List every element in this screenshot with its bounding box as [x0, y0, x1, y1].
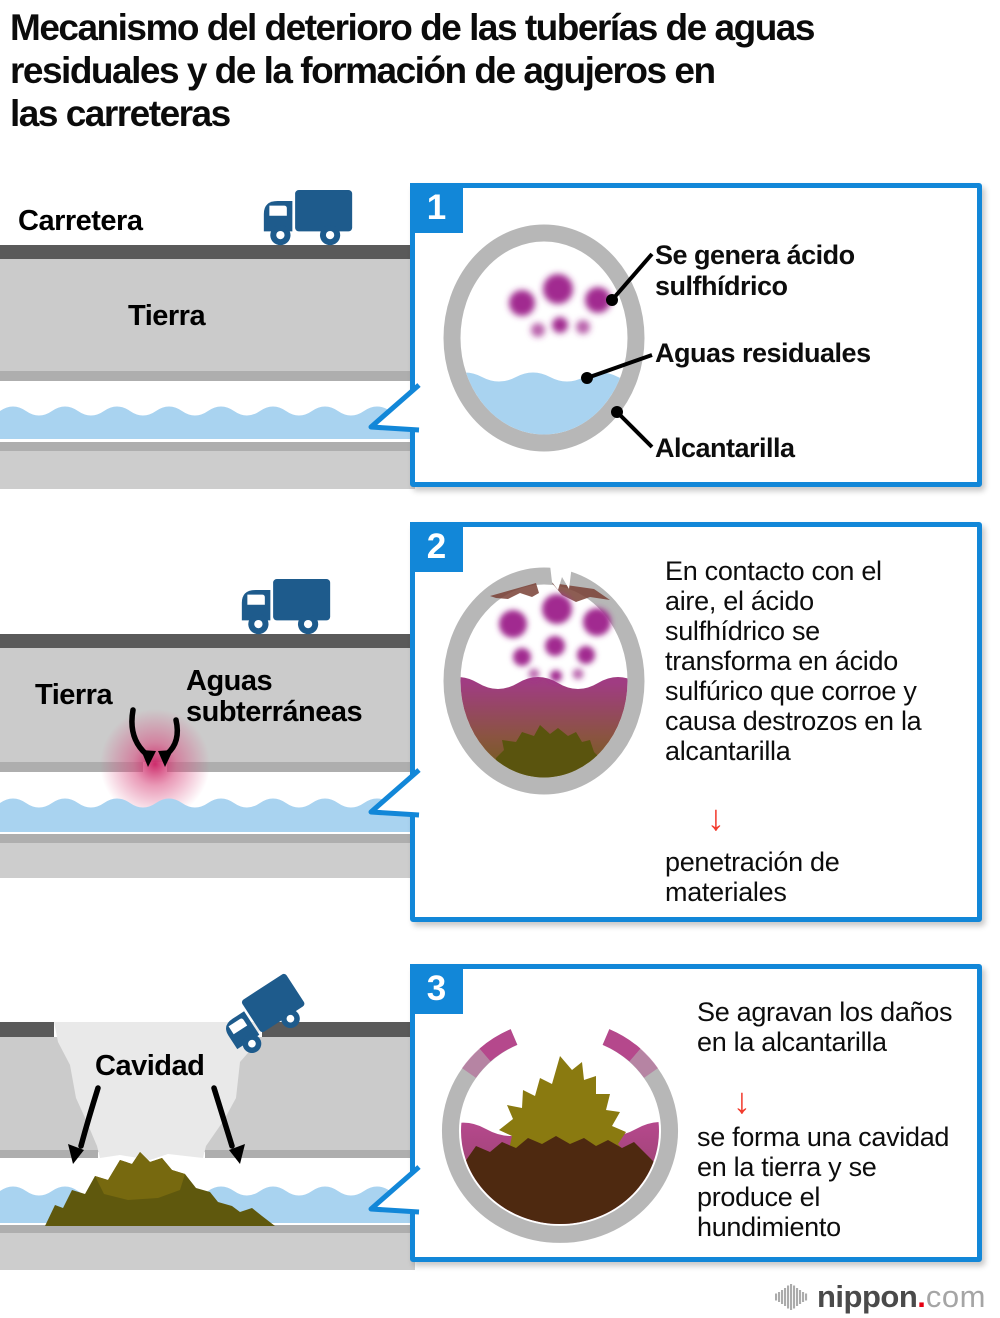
road-layer — [0, 634, 415, 648]
earth-base-strip-left — [0, 1150, 98, 1158]
truck-icon — [241, 579, 331, 635]
step-number-badge: 2 — [410, 522, 463, 572]
lower-ground — [0, 1233, 415, 1270]
panel-1: Carretera Tierra 1 — [0, 170, 1000, 500]
earth-base-strip-right — [205, 1150, 415, 1158]
road-right — [262, 1022, 415, 1037]
soundwave-logo-icon — [775, 1284, 808, 1310]
lower-ground — [0, 843, 415, 878]
cavity-shape — [54, 1022, 262, 1160]
pipe-ring-broken — [442, 1029, 678, 1243]
page-title-line: residuales y de la formación de agujeros… — [10, 50, 716, 91]
gas-bubbles — [499, 594, 611, 682]
pipe-tip-corrosion — [462, 1029, 658, 1079]
lower-ground — [0, 451, 415, 489]
groundwater-band — [0, 798, 415, 832]
groundwater-label: Aguas subterráneas — [186, 665, 363, 728]
sludge — [492, 725, 602, 778]
lower-strip — [0, 834, 415, 843]
panel-3: Cavidad 3 — [0, 950, 1000, 1280]
sewer-pipe-diagram-3 — [442, 1029, 678, 1243]
arrowheads — [141, 750, 173, 767]
earth-label: Tierra — [35, 679, 113, 711]
gas-bubbles — [509, 274, 611, 337]
earth-layer — [0, 259, 415, 371]
callout-step-2: 2 — [368, 522, 982, 922]
step-number-badge: 3 — [410, 964, 463, 1014]
step3-result: se forma una cavidad en la tierra y se p… — [697, 1122, 950, 1242]
page-title-line: las carreteras — [10, 93, 231, 134]
pipe-ring-cracked — [443, 567, 645, 795]
pipe-corrosion — [490, 583, 610, 602]
label-sewage: Aguas residuales — [655, 338, 871, 368]
corrosion-glow — [100, 709, 210, 819]
logo-dot: . — [917, 1279, 926, 1314]
label-sewer-pipe: Alcantarilla — [655, 433, 795, 463]
truck-icon — [263, 190, 353, 246]
road-left — [0, 1022, 54, 1037]
logo-brand-text: nippon — [817, 1279, 918, 1314]
collapse-arrows — [78, 1085, 235, 1149]
road-label: Carretera — [18, 205, 143, 237]
panel3-cross-section — [0, 972, 415, 1270]
sewer-pipe-diagram-1 — [443, 224, 645, 452]
callout-tail — [368, 1165, 421, 1215]
earth-layer — [0, 648, 415, 762]
earth-label: Tierra — [128, 300, 206, 332]
page-title: Mecanismo del deterioro de las tuberías … — [10, 6, 970, 135]
down-arrow-icon: ↓ — [707, 797, 725, 838]
step-number-badge: 1 — [410, 183, 463, 233]
callout-step-3: 3 — [368, 964, 982, 1262]
panel-2: Tierra Aguas subterráneas 2 — [0, 520, 1000, 930]
step2-result: penetración de materiales — [665, 847, 840, 907]
road-layer — [0, 245, 415, 259]
callout-tail — [368, 768, 421, 818]
panel1-cross-section — [0, 190, 415, 489]
label-hydrogen-sulfide: Se genera ácido sulfhídrico — [655, 240, 855, 301]
earth-base-strip-right — [167, 762, 415, 772]
logo-tld-text: com — [925, 1279, 986, 1314]
callout-step-1: 1 — [368, 183, 982, 487]
nippon-logo: nippon.com — [774, 1279, 986, 1315]
sewer-pipe-diagram-2 — [443, 565, 645, 795]
down-arrow-icon: ↓ — [733, 1080, 751, 1121]
step3-description: Se agravan los daños en la alcantarilla — [697, 997, 953, 1057]
pipe-crack — [550, 565, 572, 590]
earth-base-strip-left — [0, 762, 143, 772]
cavity-label: Cavidad — [95, 1050, 205, 1082]
earth-base-strip — [0, 371, 415, 381]
debris-mound — [45, 1152, 275, 1226]
callout-pointer-lines — [581, 252, 654, 449]
page-title-line: Mecanismo del deterioro de las tuberías … — [10, 7, 815, 48]
lower-strip — [0, 442, 415, 451]
pipe-ring — [443, 224, 645, 452]
panel2-cross-section — [0, 579, 415, 878]
callout-tail — [368, 383, 421, 433]
arrowheads — [68, 1144, 245, 1164]
lower-strip — [0, 1225, 415, 1233]
groundwater-band — [0, 406, 415, 439]
step2-description: En contacto con el aire, el ácido sulfhí… — [665, 556, 922, 766]
